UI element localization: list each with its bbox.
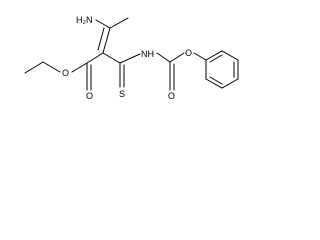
bond-ch2-o [42, 61, 61, 73]
phenyl-double-3 [209, 76, 223, 85]
atom-label-o-ester: O [62, 68, 69, 78]
atom-label-o-phenoxy: O [185, 48, 192, 58]
bond-o-phenyl [193, 52, 207, 61]
atom-label-nh2: H₂N [76, 15, 93, 25]
bond-ch3-ch2 [24, 61, 44, 74]
bond-enamine-methyl [109, 17, 129, 29]
phenyl-double-1 [209, 54, 223, 63]
atom-label-nh: NH [141, 49, 154, 59]
bond-enamine-nh2 [95, 19, 111, 29]
molecule-drawing: H₂N O O S NH O O [24, 15, 239, 101]
phenyl-ring [205, 50, 239, 89]
bond-alpha-enamine-2 [97, 27, 105, 51]
atom-label-o-carbonyl: O [86, 91, 93, 101]
bond-ester-to-alpha [86, 52, 104, 64]
structure-canvas: H₂N O O S NH O O [0, 0, 281, 127]
bond-o-ester-carbon [71, 62, 88, 73]
bond-alpha-thioamide [102, 52, 121, 64]
atom-label-s: S [119, 89, 125, 99]
bond-nh-carbamate [156, 52, 171, 63]
bond-alpha-enamine-1 [102, 27, 111, 54]
bond-carbamate-o [169, 52, 185, 63]
atom-label-o-carbamate-carbonyl: O [168, 91, 175, 101]
bond-thioamide-nh [119, 53, 141, 64]
